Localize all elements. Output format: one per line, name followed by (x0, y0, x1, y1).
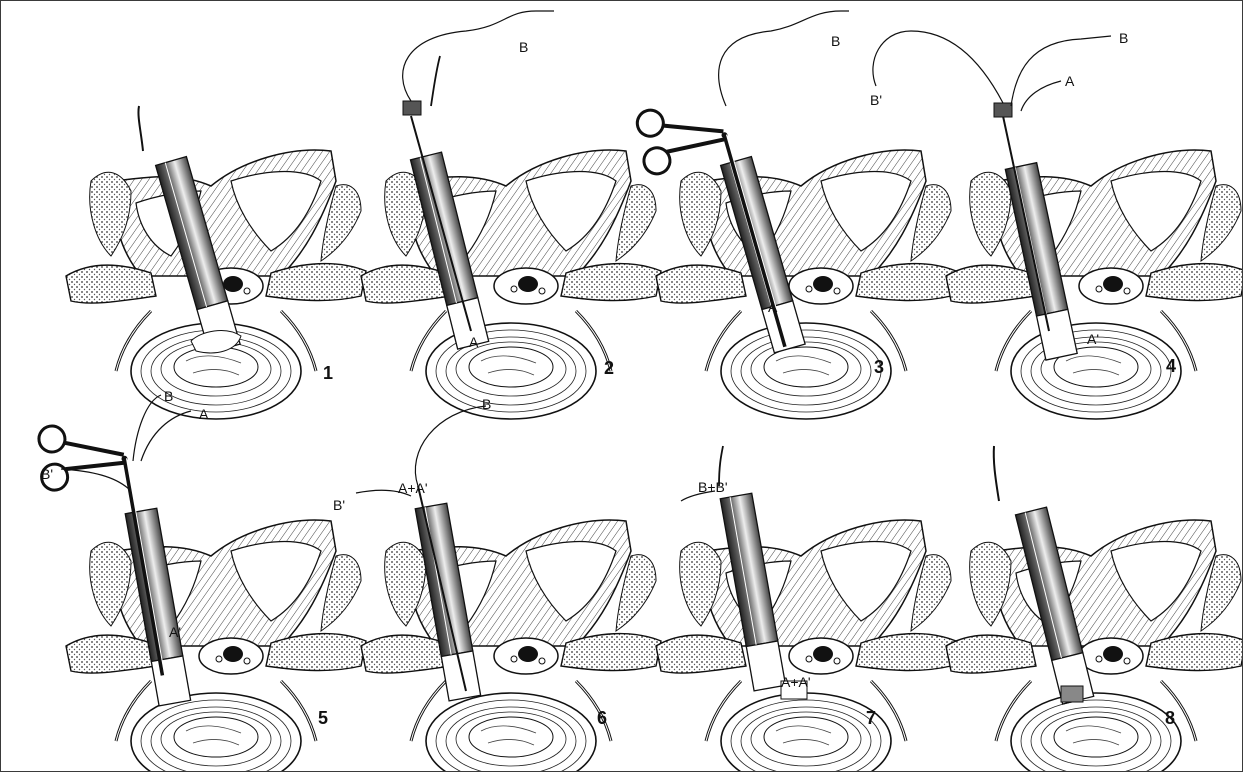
panel-3-label-B: B (831, 33, 840, 49)
panel-2-label-B: B (519, 39, 528, 55)
panel-7-label-B-plus-B-prime: B+B' (698, 479, 728, 495)
panel-number-1: 1 (323, 363, 333, 383)
panel-1 (66, 106, 366, 419)
panel-5-label-B: B (164, 388, 173, 404)
panel-number-3: 3 (874, 357, 884, 377)
panel-2 (361, 11, 661, 419)
panel-number-8: 8 (1165, 708, 1175, 728)
panel-8 (946, 446, 1242, 771)
panel-number-5: 5 (318, 708, 328, 728)
panel-6-label-B: B (482, 396, 491, 412)
panel-number-7: 7 (866, 708, 876, 728)
panel-2-label-A: A (469, 334, 479, 350)
panel-4-label-B: B (1119, 30, 1128, 46)
panel-3-label-A: A (768, 299, 778, 315)
panel-5-label-A-prime: A' (169, 624, 181, 640)
panel-number-4: 4 (1166, 356, 1176, 376)
panel-4-label-A-prime: A' (1087, 331, 1099, 347)
panel-5-label-A: A (199, 406, 209, 422)
panel-5-label-B-prime: B' (41, 466, 53, 482)
panel-number-2: 2 (604, 358, 614, 378)
panel-4-label-B-prime: B' (870, 92, 882, 108)
panel-5 (33, 395, 366, 771)
panel-4-label-A: A (1065, 73, 1075, 89)
panel-6-label-A-plus-A-prime: A+A' (398, 480, 428, 496)
panel-7-label-A-plus-A-prime: A+A' (781, 674, 811, 690)
panel-3 (630, 11, 956, 419)
panel-6-label-B-prime: B' (333, 497, 345, 513)
panel-number-6: 6 (597, 708, 607, 728)
panel-6 (356, 406, 661, 771)
